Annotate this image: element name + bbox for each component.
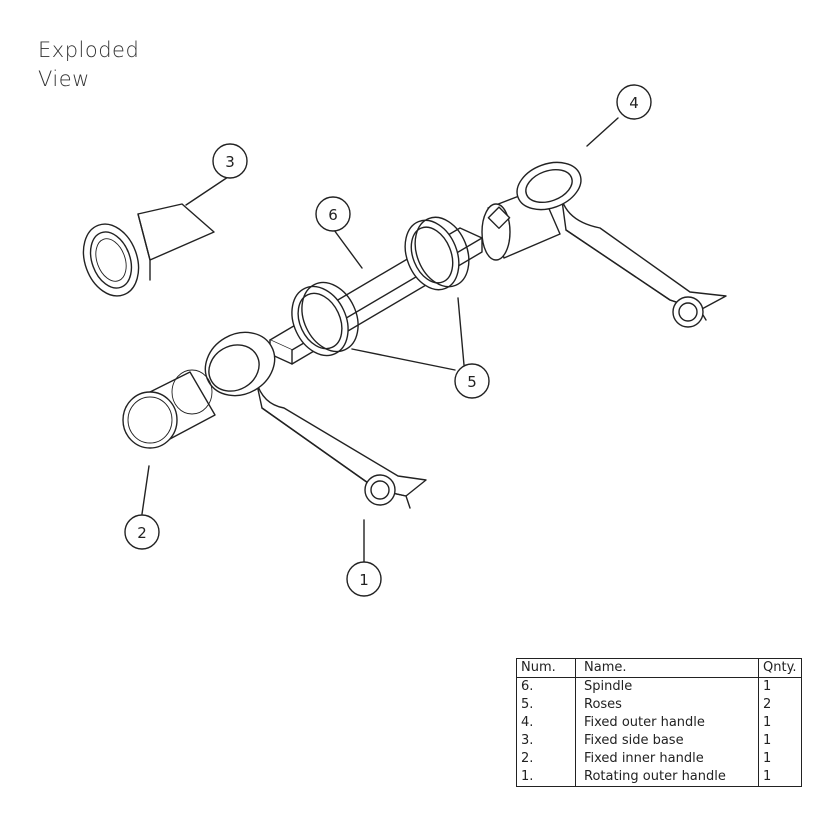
balloon-2 — [124, 514, 160, 550]
callout-6: 6 — [328, 206, 338, 224]
row-num: 3. — [516, 732, 576, 750]
row-name: Rotating outer handle — [575, 768, 759, 787]
row-num: 6. — [516, 677, 576, 696]
balloon-5 — [454, 363, 490, 399]
exploded-view-drawing: 1 2 3 4 5 6 — [82, 84, 727, 597]
balloon-3 — [212, 143, 248, 179]
balloons — [124, 84, 652, 597]
row-qnty: 1 — [758, 750, 802, 768]
row-qnty: 1 — [758, 714, 802, 732]
row-name: Fixed outer handle — [575, 714, 759, 732]
row-qnty: 1 — [758, 677, 802, 696]
header-name: Name. — [575, 658, 759, 678]
row-num: 5. — [516, 696, 576, 714]
header-qnty: Qnty. — [758, 658, 802, 678]
header-num: Num. — [516, 658, 576, 678]
callout-4: 4 — [629, 94, 639, 112]
row-num: 1. — [516, 768, 576, 787]
row-name: Spindle — [575, 677, 759, 696]
parts-list-table: Num. Name. Qnty. 6. Spindle 1 5. Roses 2… — [516, 658, 802, 787]
leader-lines — [141, 117, 619, 564]
title-line-1: Exploded — [38, 38, 140, 62]
callout-2: 2 — [137, 524, 147, 542]
table-row: 5. Roses 2 — [516, 696, 802, 714]
fixed-outer-handle — [481, 161, 727, 328]
table-row: 2. Fixed inner handle 1 — [516, 750, 802, 768]
table-row: 3. Fixed side base 1 — [516, 732, 802, 750]
rose-right — [404, 216, 470, 291]
callout-3: 3 — [225, 153, 235, 171]
row-qnty: 1 — [758, 732, 802, 750]
callout-1: 1 — [359, 571, 369, 589]
table-row: 4. Fixed outer handle 1 — [516, 714, 802, 732]
fixed-inner-handle — [122, 369, 216, 449]
row-name: Roses — [575, 696, 759, 714]
fixed-side-base — [82, 203, 215, 297]
row-qnty: 1 — [758, 768, 802, 787]
parts-list-header: Num. Name. Qnty. — [516, 658, 802, 678]
row-num: 2. — [516, 750, 576, 768]
row-qnty: 2 — [758, 696, 802, 714]
balloon-4 — [616, 84, 652, 120]
rotating-outer-handle — [204, 331, 427, 509]
callout-5: 5 — [467, 373, 477, 391]
balloon-6 — [315, 196, 351, 232]
balloon-1 — [346, 561, 382, 597]
table-row: 6. Spindle 1 — [516, 677, 802, 696]
table-row: 1. Rotating outer handle 1 — [516, 768, 802, 787]
title-line-2: View — [38, 67, 90, 91]
row-num: 4. — [516, 714, 576, 732]
row-name: Fixed side base — [575, 732, 759, 750]
drawing-title: Exploded View — [38, 36, 139, 94]
row-name: Fixed inner handle — [575, 750, 759, 768]
rose-left — [291, 281, 359, 357]
